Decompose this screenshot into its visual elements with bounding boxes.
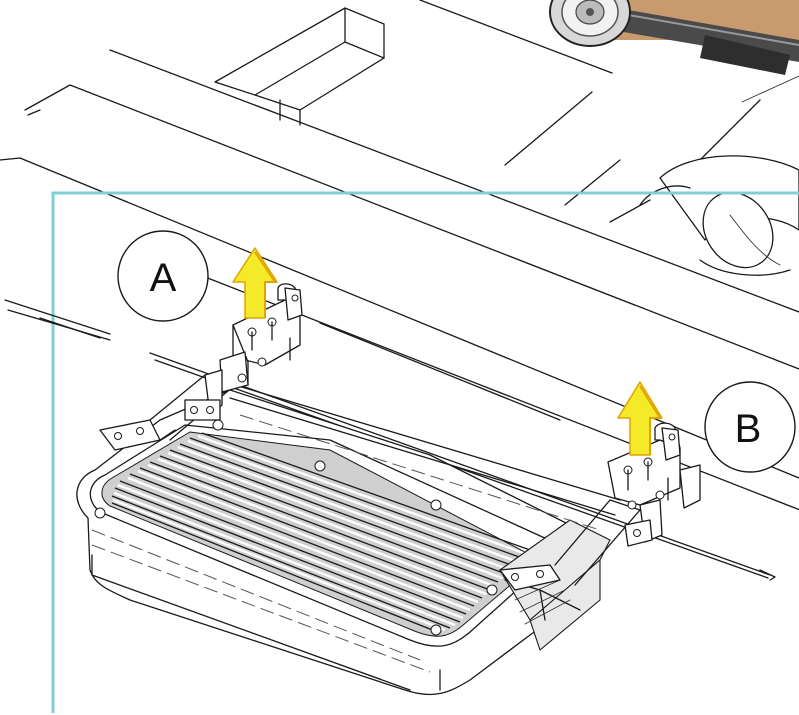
callout-a: A [117, 230, 209, 322]
lift-arrow-a-icon [232, 247, 278, 319]
callout-b: B [704, 381, 796, 473]
step-assembly [76, 374, 641, 696]
lift-arrow-b-icon [617, 381, 663, 456]
callout-b-label: B [735, 407, 762, 451]
callout-a-label: A [150, 256, 177, 300]
mounting-bracket-a [184, 283, 303, 421]
detail-frame [51, 191, 799, 713]
wheel-detail [549, 0, 799, 75]
mounting-bracket-b [607, 422, 701, 547]
vehicle-underbody [0, 0, 799, 479]
